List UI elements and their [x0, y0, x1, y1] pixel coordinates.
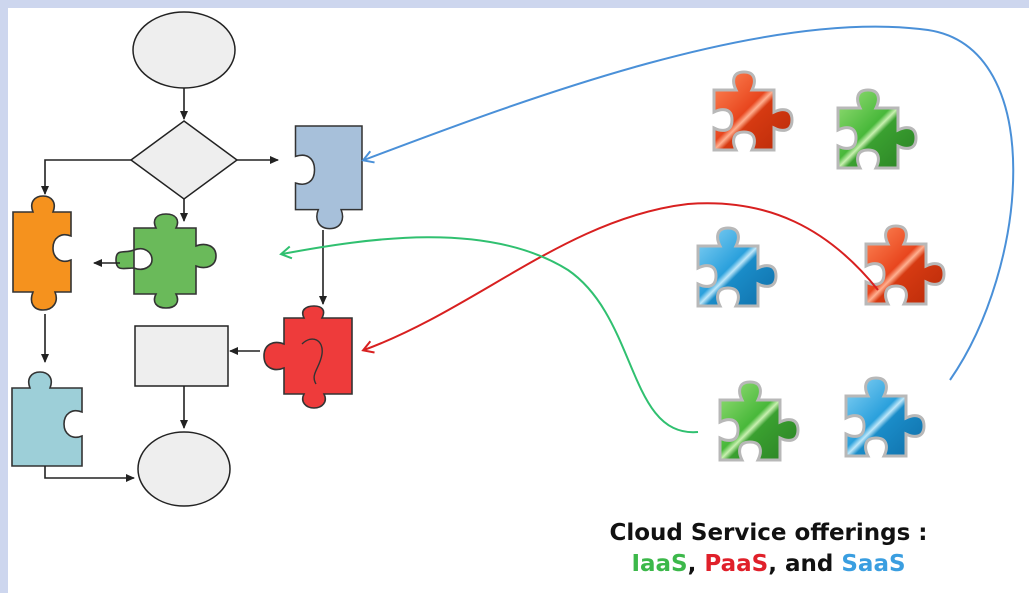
- paas-link-arrow: [361, 202, 879, 354]
- cloud-puzzle-green-bottom: [718, 380, 800, 462]
- iaas-link-arrow: [279, 236, 699, 434]
- cloud-puzzle-green-top: [836, 88, 918, 170]
- saas-link-arrow: [361, 25, 1015, 381]
- saas-label: SaaS: [841, 551, 906, 577]
- cloud-services-caption: Cloud Service offerings : IaaS, PaaS, an…: [508, 518, 1029, 580]
- flow-puzzle-green: [115, 213, 217, 309]
- cloud-puzzle-blue-middle: [696, 226, 778, 308]
- flow-puzzle-blue-gray: [294, 125, 363, 230]
- flowchart-diagram: [11, 11, 1015, 507]
- end-terminal: [137, 431, 231, 507]
- paas-label: PaaS: [704, 551, 769, 577]
- cloud-puzzle-blue-bottom: [844, 376, 926, 458]
- cloud-puzzle-red-top: [712, 70, 794, 152]
- decision-diamond: [129, 120, 239, 200]
- diagram-canvas: Cloud Service offerings : IaaS, PaaS, an…: [8, 8, 1029, 593]
- flow-puzzle-orange: [12, 195, 72, 311]
- caption-separator-1: ,: [687, 551, 705, 577]
- caption-separator-2: , and: [768, 551, 842, 577]
- caption-title: Cloud Service offerings :: [609, 520, 928, 546]
- start-terminal: [132, 11, 236, 89]
- cloud-puzzle-red-middle: [864, 224, 946, 306]
- flow-puzzle-red: [263, 305, 353, 409]
- process-box: [134, 325, 229, 387]
- iaas-label: IaaS: [631, 551, 688, 577]
- caption-services: IaaS, PaaS, and SaaS: [508, 549, 1029, 580]
- flow-connectors: [41, 88, 327, 482]
- flow-puzzle-teal: [11, 371, 83, 467]
